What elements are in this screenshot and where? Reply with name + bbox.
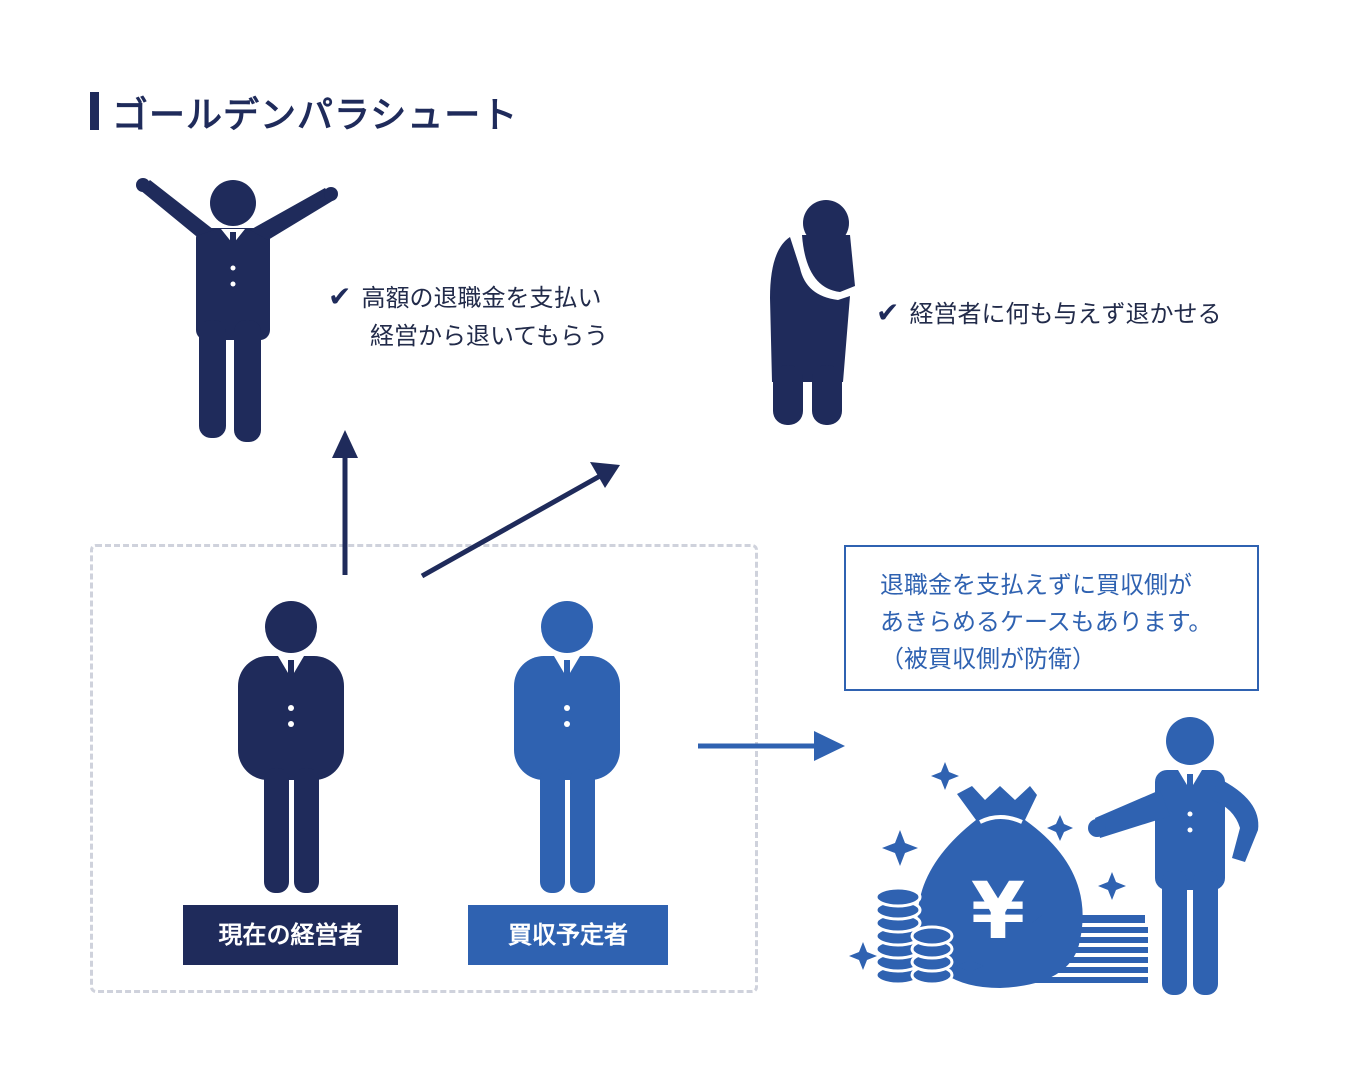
arrow-right-head xyxy=(814,731,845,761)
acquirer-presenting-icon xyxy=(1088,717,1258,995)
yen-symbol: ¥ xyxy=(971,867,1025,957)
dejected-manager-icon xyxy=(770,200,855,425)
celebrating-manager-icon xyxy=(136,178,338,442)
arrow-up-head xyxy=(332,430,358,458)
arrow-diagonal xyxy=(422,476,600,576)
acquirer-icon xyxy=(514,601,620,893)
current-manager-icon xyxy=(238,601,344,893)
arrow-diagonal-head xyxy=(590,462,620,488)
